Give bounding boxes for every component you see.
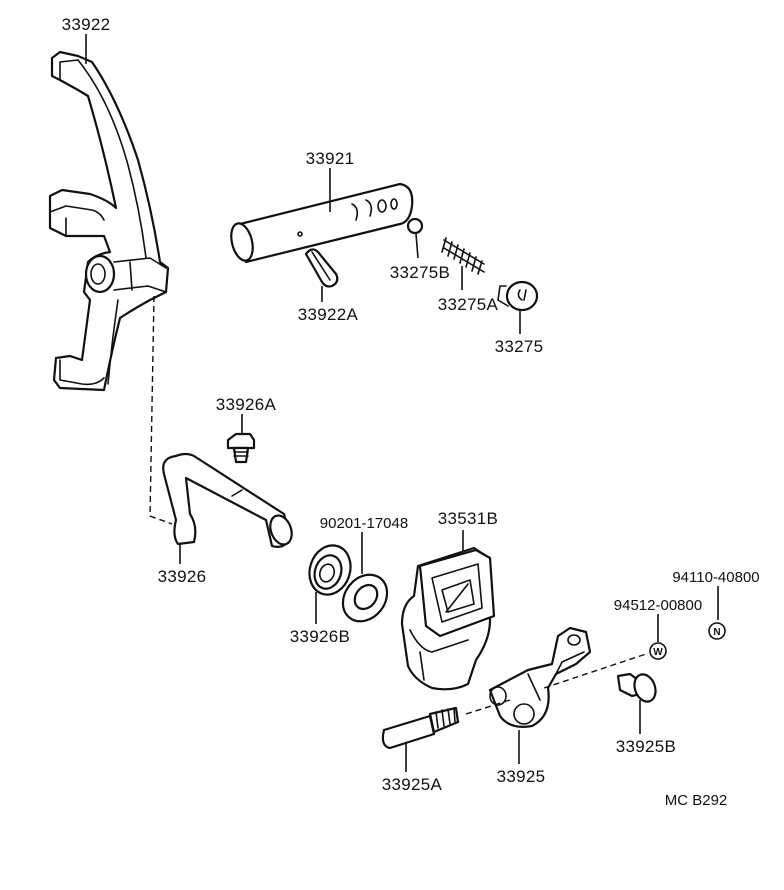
label-33925: 33925 [497, 767, 546, 786]
shift-fork-33922 [48, 50, 170, 392]
shift-lever-33926 [162, 452, 293, 548]
label-33926B: 33926B [290, 627, 350, 646]
label-33922A: 33922A [298, 305, 359, 324]
label-94512-00800: 94512-00800 [614, 597, 702, 614]
label-33275A: 33275A [438, 295, 499, 314]
washer-symbol-94512: W [649, 642, 667, 660]
lever-33925 [488, 626, 592, 728]
label-90201-17048: 90201-17048 [320, 515, 408, 532]
boot-33531B [400, 546, 496, 691]
ball-33275B [406, 217, 424, 235]
washer-90201-17048 [341, 573, 389, 623]
label-33925A: 33925A [382, 775, 443, 794]
nut-symbol-letter: N [713, 627, 720, 638]
label-33926A: 33926A [216, 395, 277, 414]
label-33926: 33926 [158, 567, 207, 586]
label-94110-40800: 94110-40800 [672, 569, 759, 586]
reference-code: MC B292 [665, 792, 728, 809]
washer-symbol-letter: W [653, 647, 663, 658]
label-33925B: 33925B [616, 737, 676, 756]
leader-lines [85, 34, 719, 772]
label-33531B: 33531B [438, 509, 498, 528]
plug-33275 [497, 280, 539, 312]
shift-shaft-33921 [230, 182, 414, 264]
stud-33925A [381, 706, 460, 750]
pin-33925B [616, 672, 657, 703]
label-33922: 33922 [62, 15, 111, 34]
bearing-33926B [308, 544, 352, 596]
part-labels: 33922 33921 33275B 33922A 33275A 33275 3… [62, 15, 760, 809]
label-33921: 33921 [306, 149, 355, 168]
assembly-dash-lines [149, 295, 647, 715]
label-33275B: 33275B [390, 263, 450, 282]
bolt-33926A [226, 432, 256, 464]
spring-33275A [441, 237, 485, 275]
pin-33922A [304, 248, 339, 288]
nut-symbol-94110: N [708, 622, 726, 640]
label-33275: 33275 [495, 337, 544, 356]
